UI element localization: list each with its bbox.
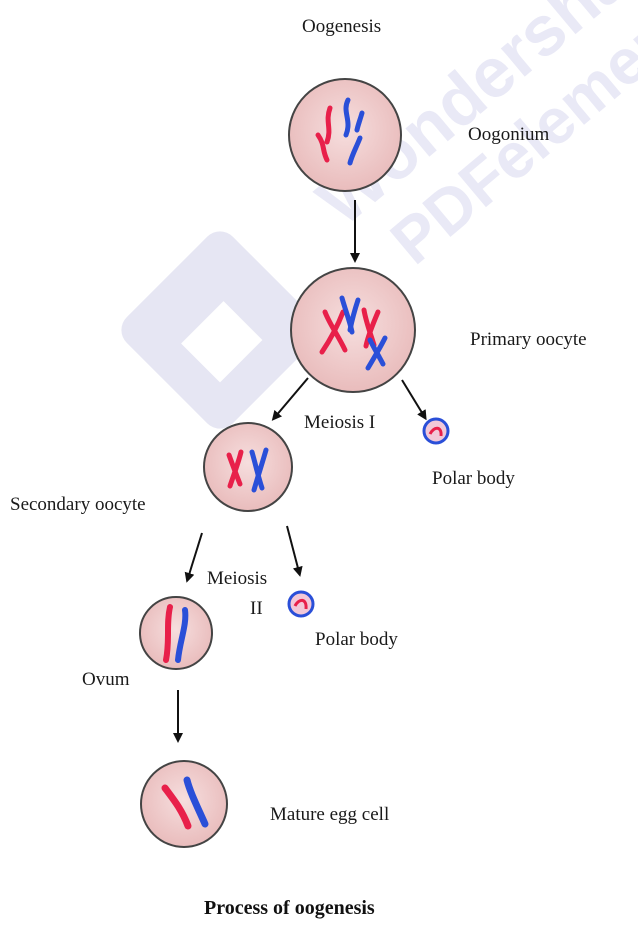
label-polar-body-1: Polar body — [432, 468, 515, 489]
oogonium-cell — [289, 79, 401, 191]
mature-egg-cell — [141, 761, 227, 847]
arrow-to-polar-body-2 — [287, 526, 299, 572]
label-meiosis-2-line2: II — [250, 598, 263, 619]
diagram-title: Oogenesis — [302, 16, 381, 37]
arrow-to-ovum — [188, 533, 202, 578]
label-polar-body-2: Polar body — [315, 629, 398, 650]
figure-caption: Process of oogenesis — [204, 897, 375, 919]
label-secondary-oocyte: Secondary oocyte — [10, 494, 146, 515]
polar-body-1 — [424, 419, 448, 443]
ovum-cell — [140, 597, 212, 669]
label-oogonium: Oogonium — [468, 124, 550, 145]
label-primary-oocyte: Primary oocyte — [470, 329, 587, 350]
arrow-to-polar-body-1 — [402, 380, 424, 416]
label-meiosis-2-line1: Meiosis — [207, 568, 267, 589]
secondary-oocyte-cell — [204, 423, 292, 511]
primary-oocyte-cell — [291, 268, 415, 392]
label-ovum: Ovum — [82, 669, 130, 690]
label-mature-egg-cell: Mature egg cell — [270, 804, 389, 825]
polar-body-2 — [289, 592, 313, 616]
label-meiosis-1: Meiosis I — [304, 412, 375, 433]
